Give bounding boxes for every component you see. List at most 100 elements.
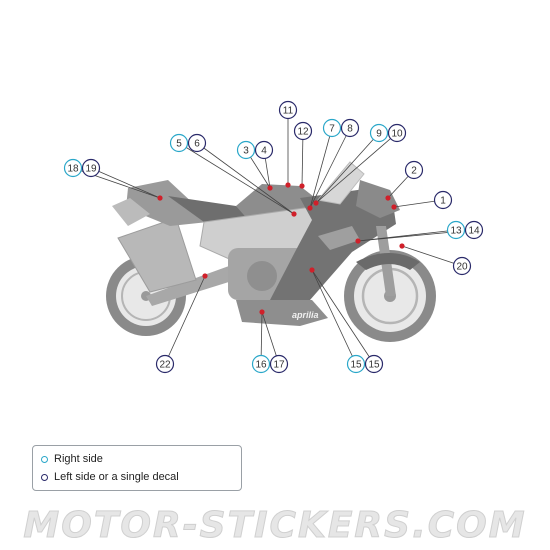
callout-circle — [251, 354, 271, 374]
callout-badge-13-right[interactable]: 13 — [446, 220, 466, 240]
leader-line-17 — [261, 311, 280, 365]
leader-line-7 — [309, 127, 333, 209]
callout-number: 17 — [273, 360, 285, 371]
callout-number: 15 — [350, 360, 362, 371]
callout-circle — [452, 256, 472, 276]
leader-lines — [72, 110, 475, 365]
callout-badge-20-left[interactable]: 20 — [452, 256, 472, 276]
callout-badge-17-left[interactable]: 17 — [269, 354, 289, 374]
callout-number: 9 — [376, 129, 382, 140]
decal-marker — [259, 309, 265, 315]
callout-badge-19-left[interactable]: 19 — [81, 158, 101, 178]
callout-circle — [446, 220, 466, 240]
callout-badge-14-left[interactable]: 14 — [464, 220, 484, 240]
leader-line-19 — [90, 167, 161, 199]
callout-circle — [169, 133, 189, 153]
legend-right-side: Right side — [41, 450, 233, 468]
decal-marker — [267, 185, 273, 191]
callout-number: 20 — [456, 262, 468, 273]
callout-badge-6-left[interactable]: 6 — [187, 133, 207, 153]
callout-badge-15-left[interactable]: 15 — [364, 354, 384, 374]
leader-line-20 — [401, 245, 463, 267]
callout-badge-8-left[interactable]: 8 — [340, 118, 360, 138]
callout-number: 11 — [283, 106, 294, 117]
callout-circle — [387, 123, 407, 143]
callout-badge-3-right[interactable]: 3 — [236, 140, 256, 160]
callout-number: 12 — [297, 127, 309, 138]
leader-line-10 — [315, 132, 398, 204]
callout-number: 14 — [468, 226, 480, 237]
belly-pan — [236, 300, 328, 326]
callout-number: 5 — [176, 139, 182, 150]
callout-badge-9-right[interactable]: 9 — [369, 123, 389, 143]
decal-marker — [299, 183, 305, 189]
decal-marker — [391, 204, 397, 210]
decal-marker — [309, 267, 315, 273]
bike-logo-text: aprilia — [292, 310, 319, 320]
decal-marker — [285, 182, 291, 188]
seat — [168, 196, 250, 222]
callout-number: 22 — [159, 360, 171, 371]
leader-line-15 — [311, 269, 375, 365]
decal-marker — [157, 195, 163, 201]
callout-badge-7-right[interactable]: 7 — [322, 118, 342, 138]
front-fender — [356, 253, 420, 270]
callout-badge-5-right[interactable]: 5 — [169, 133, 189, 153]
callout-circle — [364, 354, 384, 374]
callout-number: 15 — [368, 360, 380, 371]
callout-badge-22-left[interactable]: 22 — [155, 354, 175, 374]
decal-marker — [291, 211, 297, 217]
front-nose — [356, 180, 400, 218]
leader-line-5 — [178, 142, 295, 215]
callout-badge-16-right[interactable]: 16 — [251, 354, 271, 374]
motorcycle-silhouette: aprilia — [106, 161, 436, 342]
callout-number: 10 — [391, 129, 403, 140]
callout-badge-1-left[interactable]: 1 — [433, 190, 453, 210]
callout-circle — [340, 118, 360, 138]
callout-number: 16 — [255, 360, 267, 371]
decal-marker — [313, 200, 319, 206]
callout-circle — [369, 123, 389, 143]
callout-circle — [278, 100, 298, 120]
callout-circle — [187, 133, 207, 153]
callout-badge-11-left[interactable]: 11 — [278, 100, 298, 120]
callout-circle — [346, 354, 366, 374]
legend-left-label: Left side or a single decal — [54, 471, 179, 483]
leader-line-12 — [301, 130, 304, 187]
decal-marker — [307, 205, 313, 211]
callout-circle — [81, 158, 101, 178]
callout-badge-2-left[interactable]: 2 — [404, 160, 424, 180]
callout-badge-10-left[interactable]: 10 — [387, 123, 407, 143]
callout-number: 13 — [450, 226, 462, 237]
callout-badge-4-left[interactable]: 4 — [254, 140, 274, 160]
decal-marker — [202, 273, 208, 279]
right-side-circle-icon — [41, 455, 48, 463]
legend-right-label: Right side — [54, 453, 103, 465]
callout-circle — [293, 121, 313, 141]
callout-circle — [254, 140, 274, 160]
decal-markers — [157, 182, 405, 315]
legend-left-side: Left side or a single decal — [41, 468, 233, 486]
callout-badge-12-left[interactable]: 12 — [293, 121, 313, 141]
callout-number: 19 — [85, 164, 97, 175]
callout-number: 18 — [67, 164, 79, 175]
leader-line-15 — [311, 269, 357, 365]
callout-badge-18-right[interactable]: 18 — [63, 158, 83, 178]
callout-number: 4 — [261, 146, 267, 157]
decal-marker — [399, 243, 405, 249]
callout-circle — [433, 190, 453, 210]
callout-circle — [404, 160, 424, 180]
callout-number: 7 — [329, 124, 335, 135]
callout-circle — [155, 354, 175, 374]
leader-line-6 — [196, 142, 295, 215]
callout-number: 3 — [243, 146, 249, 157]
callout-number: 8 — [347, 124, 353, 135]
leader-line-22 — [164, 275, 206, 365]
windscreen — [317, 161, 365, 205]
callout-badge-15-right[interactable]: 15 — [346, 354, 366, 374]
callout-circle — [464, 220, 484, 240]
callout-circle — [63, 158, 83, 178]
callout-number: 1 — [440, 196, 446, 207]
